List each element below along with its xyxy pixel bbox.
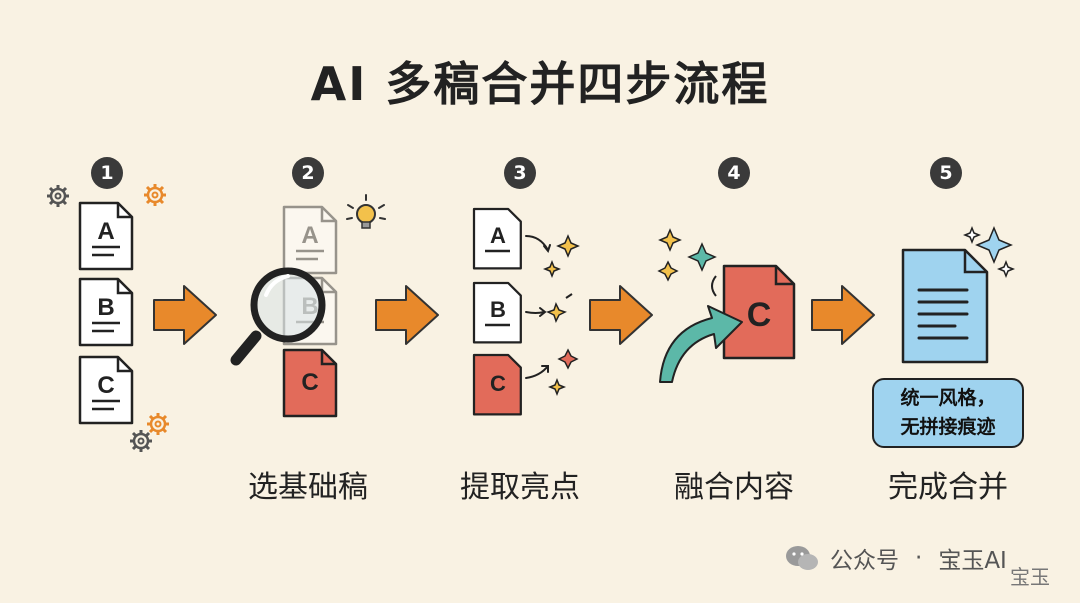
- svg-text:B: B: [97, 294, 114, 321]
- step-5-badge: 5: [930, 157, 962, 189]
- wechat-icon: [786, 546, 818, 570]
- doc-final-icon: [901, 248, 989, 364]
- flow-arrow-1: [153, 285, 217, 345]
- sparkle-icon: [962, 225, 1016, 279]
- watermark-name: 宝玉AI: [938, 548, 1007, 574]
- doc-c-icon: C: [472, 353, 522, 416]
- sparkle-icon: [542, 234, 580, 397]
- step-2-label: 选基础稿: [248, 470, 368, 505]
- result-callout: 统一风格， 无拼接痕迹: [872, 378, 1024, 448]
- doc-b-icon: B: [472, 281, 522, 344]
- doc-c-merged-icon: C: [722, 264, 796, 360]
- sparkle-icon: [657, 228, 717, 297]
- curved-arrow-icon: [659, 305, 743, 383]
- step-4-label: 融合内容: [674, 470, 794, 505]
- doc-a-icon: A: [472, 207, 522, 270]
- svg-text:C: C: [490, 371, 506, 396]
- doc-b-icon: B: [78, 277, 134, 347]
- flow-arrow-2: [375, 285, 439, 345]
- gear-icon: [145, 411, 171, 437]
- magnifier-icon: [230, 267, 326, 366]
- callout-line-2: 无拼接痕迹: [900, 416, 996, 438]
- watermark-dot: ·: [915, 545, 923, 571]
- svg-text:A: A: [97, 218, 114, 245]
- flow-arrow-3: [589, 285, 653, 345]
- doc-c-icon: C: [78, 355, 134, 425]
- gear-icon: [142, 182, 168, 208]
- svg-text:C: C: [97, 372, 114, 399]
- gear-icon: [128, 428, 154, 454]
- watermark-corner: 宝玉: [1010, 565, 1050, 589]
- lightbulb-icon: [346, 194, 386, 229]
- gear-icon: [45, 183, 71, 209]
- flow-arrow-4: [811, 285, 875, 345]
- extract-arrows: [525, 235, 551, 379]
- doc-a-faded-icon: A: [282, 205, 338, 275]
- doc-a-icon: A: [78, 201, 134, 271]
- callout-line-1: 统一风格，: [900, 387, 996, 409]
- svg-text:A: A: [301, 222, 318, 249]
- page-title: AI 多稿合并四步流程: [310, 57, 770, 111]
- svg-text:C: C: [301, 369, 318, 396]
- svg-text:B: B: [490, 297, 506, 322]
- doc-c-selected-icon: C: [282, 348, 338, 418]
- step-3-label: 提取亮点: [460, 470, 580, 505]
- svg-text:C: C: [747, 296, 772, 334]
- step-2-badge: 2: [292, 157, 324, 189]
- step-4-badge: 4: [718, 157, 750, 189]
- step-3-badge: 3: [504, 157, 536, 189]
- step-1-badge: 1: [91, 157, 123, 189]
- watermark: 公众号 · 宝玉AI: [830, 541, 1007, 575]
- step-5-label: 完成合并: [888, 470, 1008, 505]
- svg-text:A: A: [490, 223, 506, 248]
- watermark-account: 公众号: [830, 548, 899, 574]
